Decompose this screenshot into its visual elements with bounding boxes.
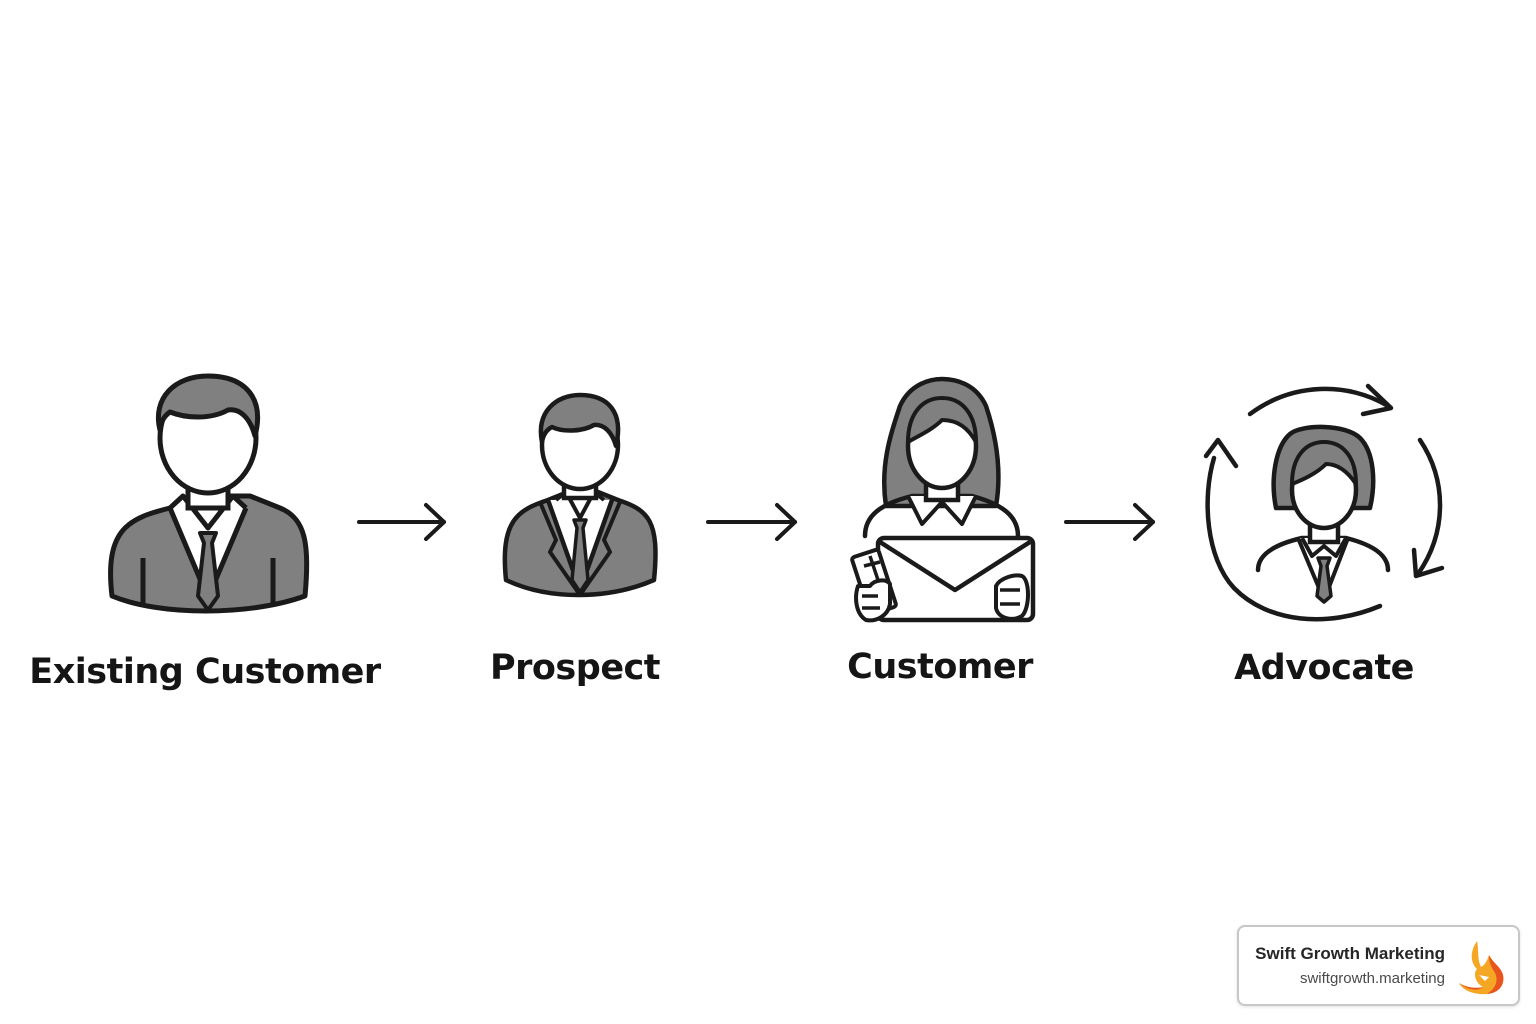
stage-label-prospect: Prospect [489,648,661,688]
stage-label-customer: Customer [847,647,1033,687]
brand-card[interactable]: Swift Growth Marketing swiftgrowth.marke… [1237,925,1520,1006]
brand-url: swiftgrowth.marketing [1299,970,1445,987]
businessman-icon [108,373,310,614]
arrow-right-icon [357,503,446,541]
stage-label-existing-customer: Existing Customer [29,652,381,692]
brand-name: Swift Growth Marketing [1255,944,1445,963]
arrow-right-icon [706,503,797,541]
stage-label-advocate: Advocate [1234,648,1414,688]
businessman-suit-icon [502,392,658,598]
woman-with-cycle-arrows-icon [1203,383,1445,622]
arrow-right-icon [1064,503,1155,541]
fox-logo-icon [1459,941,1504,995]
woman-holding-envelope-icon [850,376,1036,623]
